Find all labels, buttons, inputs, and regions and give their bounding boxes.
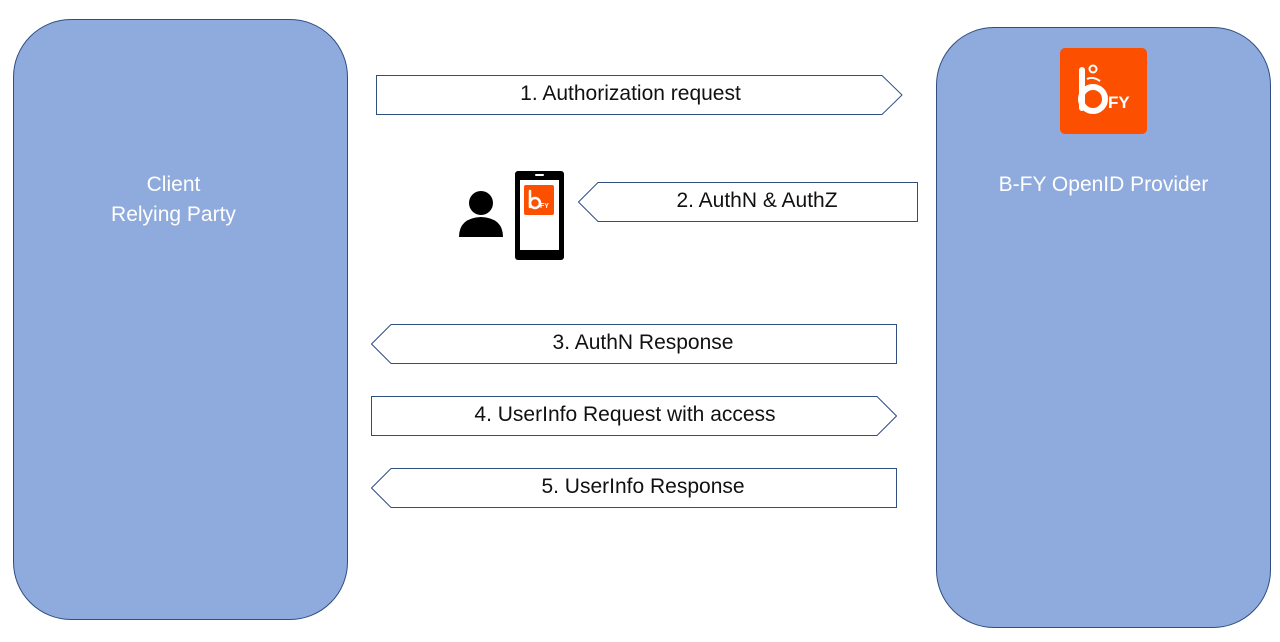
step-3-arrow: 3. AuthN Response xyxy=(371,324,897,364)
phone-logo-text: FY xyxy=(540,203,549,210)
bfy-logo-icon: FY xyxy=(1060,48,1147,134)
client-relying-party-panel: Client Relying Party xyxy=(13,19,348,620)
step-3-label: 3. AuthN Response xyxy=(552,331,734,354)
step-1-arrow: 1. Authorization request xyxy=(376,75,903,115)
step-2-arrow: 2. AuthN & AuthZ xyxy=(578,182,918,222)
phone-icon: FY xyxy=(514,170,565,266)
user-icon xyxy=(458,190,504,243)
step-5-label: 5. UserInfo Response xyxy=(541,475,745,498)
client-label: Client xyxy=(146,173,201,196)
step-1-label: 1. Authorization request xyxy=(520,82,741,105)
step-4-arrow: 4. UserInfo Request with access xyxy=(371,396,897,436)
step-5-arrow: 5. UserInfo Response xyxy=(371,468,897,508)
step-2-label: 2. AuthN & AuthZ xyxy=(676,189,838,212)
logo-text: FY xyxy=(1108,93,1130,112)
relying-party-label: Relying Party xyxy=(111,203,236,226)
step-4-label: 4. UserInfo Request with access xyxy=(474,403,776,426)
provider-label: B-FY OpenID Provider xyxy=(998,173,1209,196)
